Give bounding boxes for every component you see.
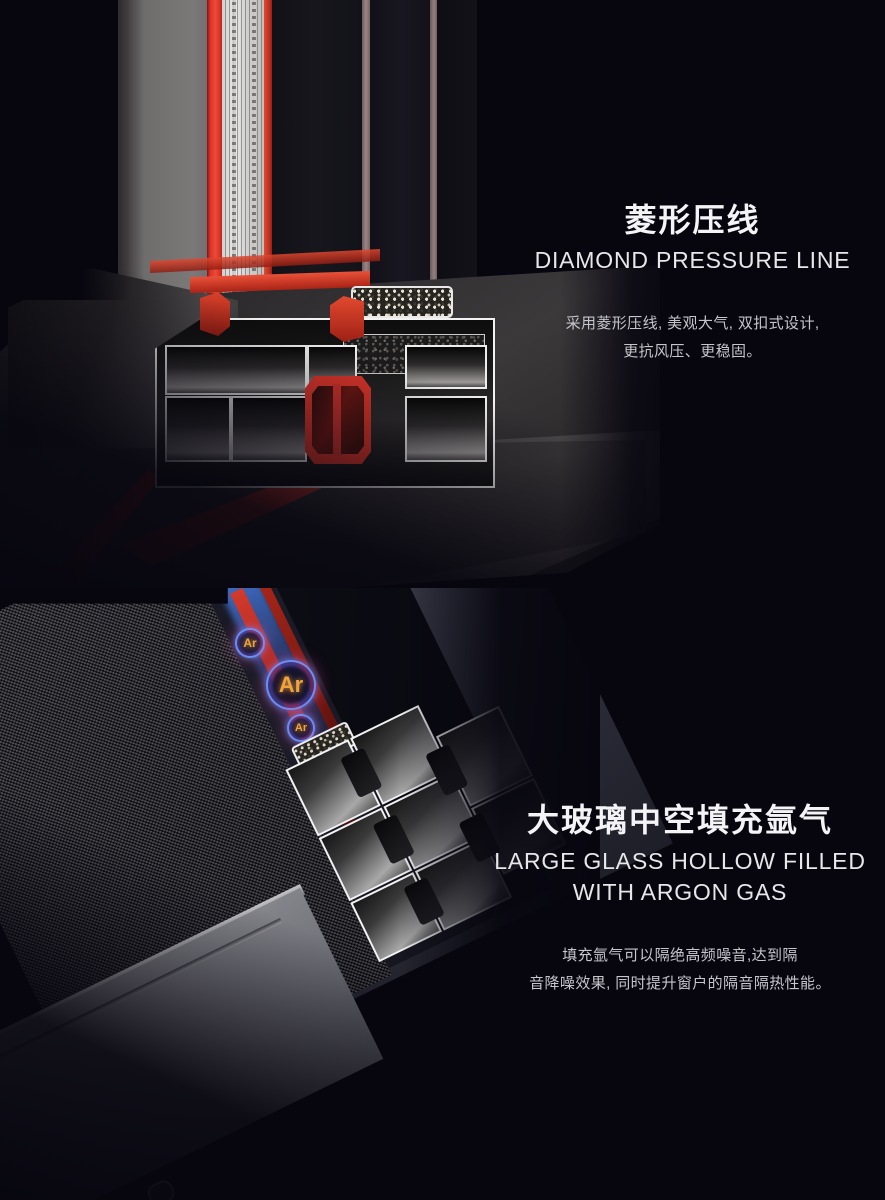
window-profile-cross-section-image <box>0 0 660 600</box>
bottom-fade-mask <box>0 0 660 600</box>
section-2-body-line-2: 音降噪效果, 同时提升窗户的隔音隔热性能。 <box>529 974 831 992</box>
section-1-text-block: 菱形压线 DIAMOND PRESSURE LINE 采用菱形压线, 美观大气,… <box>505 200 880 365</box>
section-1-body-line-1: 采用菱形压线, 美观大气, 双扣式设计, <box>565 314 820 332</box>
section-argon-filled-glass: Ar Ar Ar <box>0 588 885 1200</box>
section-2-body-line-1: 填充氩气可以隔绝高频噪音,达到隔 <box>562 947 798 965</box>
argon-glazing-cross-section-image: Ar Ar Ar <box>0 588 673 1200</box>
section-1-title-en: DIAMOND PRESSURE LINE <box>534 247 851 273</box>
section-2-title-cn: 大玻璃中空填充氩气 <box>526 802 833 838</box>
section-1-title-cn: 菱形压线 <box>624 202 761 238</box>
section-1-body: 采用菱形压线, 美观大气, 双扣式设计, 更抗风压、更稳固。 <box>505 310 880 366</box>
top-cut-mask <box>0 588 228 604</box>
section-2-body: 填充氩气可以隔绝高频噪音,达到隔 音降噪效果, 同时提升窗户的隔音隔热性能。 <box>480 942 880 998</box>
section-2-title-en: LARGE GLASS HOLLOW FILLED WITH ARGON GAS <box>480 846 880 908</box>
section-diamond-pressure-line: 菱形压线 DIAMOND PRESSURE LINE 采用菱形压线, 美观大气,… <box>0 0 880 600</box>
section-2-title-en-line-2: WITH ARGON GAS <box>572 879 788 906</box>
section-2-text-block: 大玻璃中空填充氩气 LARGE GLASS HOLLOW FILLED WITH… <box>480 800 880 998</box>
bottom-fade-mask-2 <box>0 588 580 1200</box>
section-1-body-line-2: 更抗风压、更稳固。 <box>623 342 762 360</box>
section-2-title-en-line-1: LARGE GLASS HOLLOW FILLED <box>494 848 866 874</box>
